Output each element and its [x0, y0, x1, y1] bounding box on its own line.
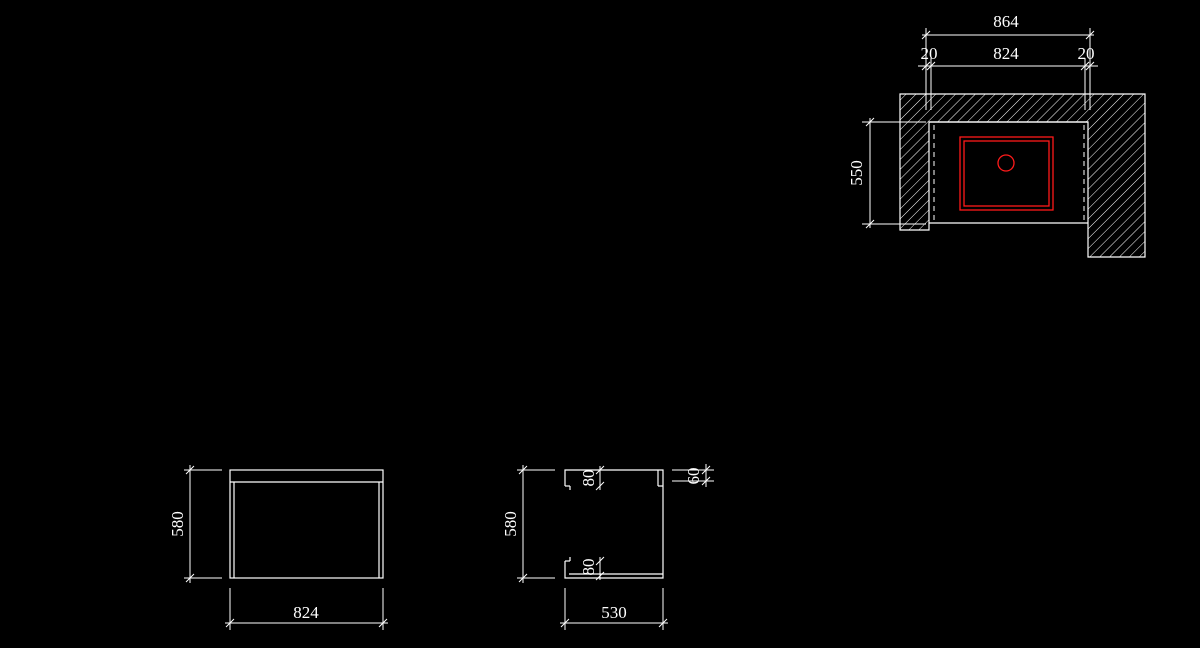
- front-cabinet: [229, 469, 384, 579]
- side-dim-height: 580: [501, 465, 555, 583]
- plan-wall-hatch: [899, 93, 1146, 258]
- dim-side-depth: 530: [601, 603, 627, 622]
- front-dim-width: 824: [225, 588, 388, 630]
- side-dim-top-rail: 80: [579, 465, 605, 491]
- side-dim-bottom-rail: 80: [579, 556, 605, 581]
- side-cabinet: [564, 469, 664, 579]
- plan-sink-basin: [959, 136, 1054, 211]
- dim-overall-width: 864: [993, 12, 1019, 31]
- drain-icon: [997, 154, 1015, 172]
- plan-view: 864 20 824 20 550: [847, 12, 1146, 258]
- dim-top-rail: 80: [579, 470, 598, 487]
- dim-right-panel: 20: [1078, 44, 1095, 63]
- plan-dim-depth: 550: [847, 117, 926, 229]
- dim-bottom-rail: 80: [579, 559, 598, 576]
- dim-side-height: 580: [501, 511, 520, 537]
- plan-cabinet-outline: [929, 121, 1088, 224]
- dim-front-height: 580: [168, 511, 187, 537]
- side-dim-depth: 530: [560, 588, 668, 630]
- front-view: 580 824: [168, 465, 388, 630]
- dim-left-panel: 20: [921, 44, 938, 63]
- dim-top-offset: 60: [684, 468, 703, 485]
- dim-front-width: 824: [293, 603, 319, 622]
- side-dim-top-offset: 60: [672, 464, 714, 487]
- plan-dim-overall: 864: [921, 12, 1095, 110]
- dim-depth: 550: [847, 160, 866, 186]
- plan-dim-inner: 20 824 20: [918, 44, 1098, 110]
- dim-inner-width: 824: [993, 44, 1019, 63]
- front-dim-height: 580: [168, 465, 222, 583]
- side-view: 580 80 80 60: [501, 464, 714, 630]
